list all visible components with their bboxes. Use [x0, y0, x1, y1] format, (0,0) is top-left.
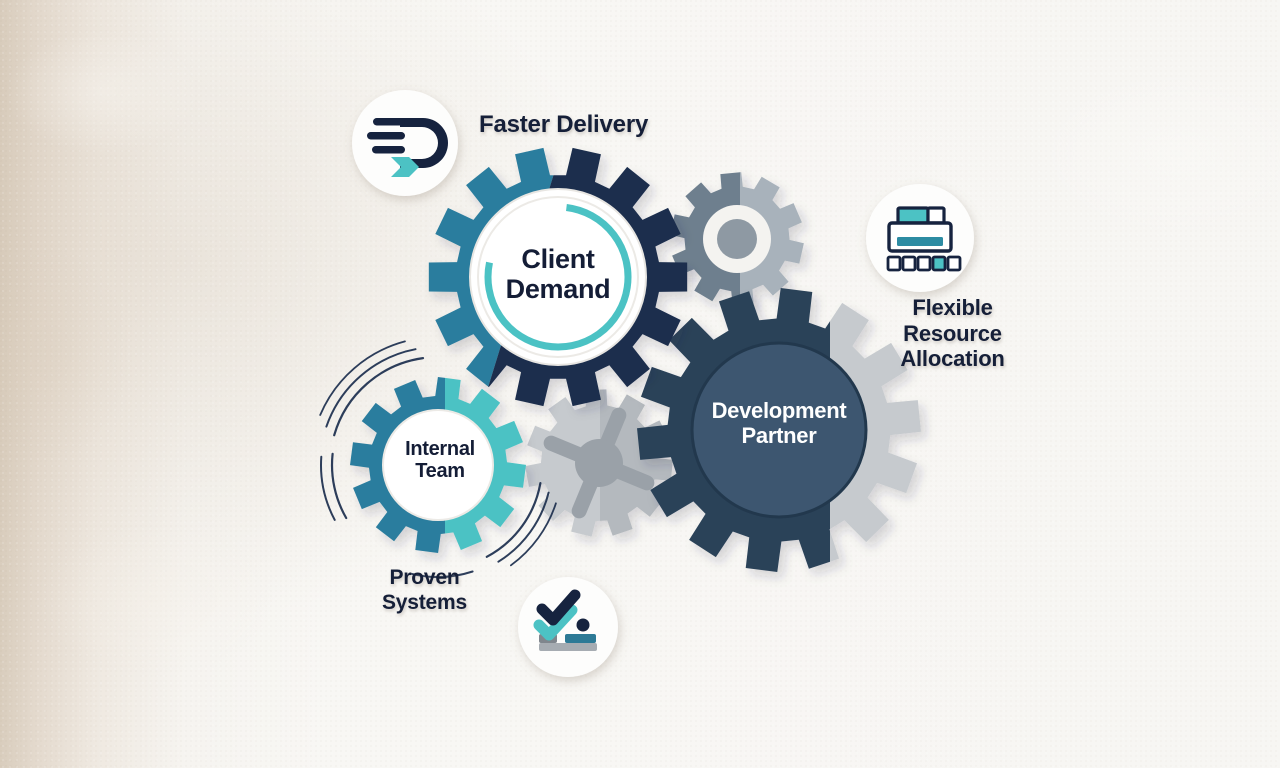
badge-flexible-resource-allocation[interactable]	[866, 184, 974, 292]
motion-arcs	[319, 340, 557, 578]
badge-proven-systems[interactable]	[518, 577, 618, 677]
label-line-1: Flexible	[912, 295, 993, 320]
label-line-1: Proven	[389, 566, 460, 589]
gear-grey-middle	[525, 389, 673, 537]
gear-label-internal-team: Internal Team	[405, 438, 475, 483]
label-line-2: Systems	[382, 590, 467, 614]
gear-client-demand[interactable]	[428, 147, 688, 407]
gear-internal-team[interactable]	[350, 377, 526, 553]
gear-label-development-partner: Development Partner	[711, 398, 847, 448]
resource-allocation-icon	[886, 206, 962, 272]
label-line-2: Resource	[903, 320, 1002, 346]
label-faster-delivery: Faster Delivery	[479, 111, 649, 138]
gear-label-client-demand: Client Demand	[505, 244, 611, 305]
speed-lines-icon	[367, 118, 448, 177]
badge-faster-delivery[interactable]	[352, 90, 458, 196]
label-line-3: Allocation	[900, 346, 1005, 372]
gear-grey-top-right	[670, 172, 804, 306]
double-check-icon	[533, 589, 597, 651]
gear-development-partner[interactable]	[637, 288, 921, 572]
